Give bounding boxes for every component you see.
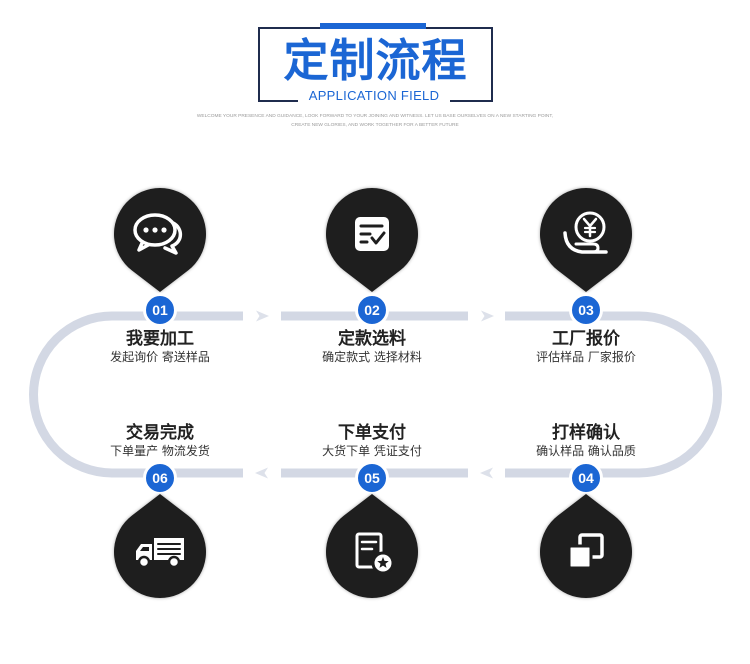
step-icon-pin (326, 188, 418, 292)
step-icon-pin (326, 494, 418, 598)
chat-bubbles-icon (133, 213, 183, 255)
yen-coin-hand-icon (563, 211, 608, 254)
step-6: 交易完成 下单量产 物流发货 06 (90, 420, 230, 610)
tagline-line-2: CREATE NEW GLORIES, AND WORK TOGETHER FO… (291, 123, 459, 128)
step-number-badge: 05 (355, 461, 389, 495)
step-4: 打样确认 确认样品 确认品质 04 (516, 420, 656, 610)
step-number-badge: 06 (143, 461, 177, 495)
step-description: 发起询价 寄送样品 (110, 350, 210, 364)
chevron-left-icon (480, 467, 493, 479)
step-title: 工厂报价 (552, 329, 620, 349)
step-number-badge: 04 (569, 461, 603, 495)
step-icon-pin (113, 494, 206, 598)
track-left-loop (29, 311, 243, 478)
wheel (137, 555, 151, 569)
page-subtitle: APPLICATION FIELD (308, 88, 440, 103)
step-2: 02 定款选料 确定款式 选择材料 (302, 186, 442, 376)
star-icon (377, 557, 389, 568)
step-description: 确认样品 确认品质 (536, 444, 636, 458)
step-icon-pin (540, 494, 632, 598)
checklist-document-icon (355, 217, 389, 251)
frame-bottom-left-line (258, 100, 298, 102)
step-description: 下单量产 物流发货 (110, 444, 210, 458)
step-description: 评估样品 厂家报价 (536, 350, 636, 364)
step-icon-pin (540, 188, 632, 292)
step-number-badge: 01 (143, 293, 177, 327)
step-description: 大货下单 凭证支付 (322, 444, 422, 458)
page-title: 定制流程 (283, 34, 468, 87)
certificate-document-icon (355, 532, 395, 575)
step-icon-pin (114, 188, 206, 292)
step-title: 打样确认 (552, 423, 620, 443)
chevron-right-icon (256, 310, 269, 322)
step-title: 下单支付 (338, 423, 406, 443)
step-5: 下单支付 大货下单 凭证支付 05 (302, 420, 442, 610)
track-right-loop (505, 311, 722, 478)
pin-shape (326, 494, 418, 598)
frame-right-line (491, 27, 493, 102)
frame-top-right-line (426, 27, 493, 29)
wheel (167, 555, 181, 569)
delivery-truck-icon (136, 538, 184, 569)
chevron-left-icon (255, 467, 268, 479)
tagline-line-1: WELCOME YOUR PRESENCE AND GUIDANCE, LOOK… (196, 114, 554, 119)
frame-top-left-line (258, 27, 320, 29)
chevron-right-icon (481, 310, 494, 322)
step-title: 交易完成 (126, 423, 194, 443)
frame-accent-bar (320, 23, 426, 29)
frame-bottom-right-line (450, 100, 493, 102)
step-1: 01 我要加工 发起询价 寄送样品 (90, 186, 230, 376)
step-description: 确定款式 选择材料 (322, 350, 422, 364)
step-number-badge: 03 (569, 293, 603, 327)
frame-left-line (258, 27, 260, 102)
copy-squares-icon (567, 533, 604, 570)
step-title: 定款选料 (338, 329, 406, 349)
step-number-badge: 02 (355, 293, 389, 327)
step-title: 我要加工 (126, 329, 194, 349)
step-3: 03 工厂报价 评估样品 厂家报价 (516, 186, 656, 376)
